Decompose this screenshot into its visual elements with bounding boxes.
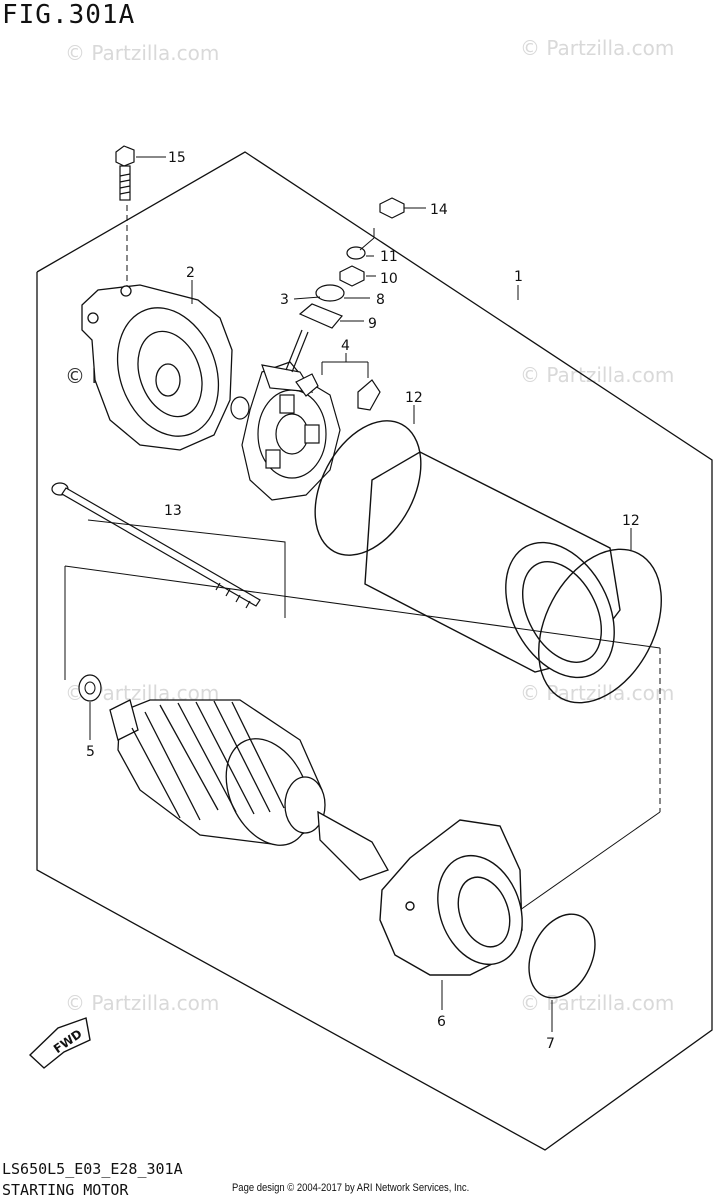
callout-15: 15 xyxy=(168,150,186,166)
bolt-part xyxy=(115,145,135,201)
callout-7: 7 xyxy=(546,1036,555,1052)
terminal-hardware xyxy=(285,197,405,373)
assembly-outline xyxy=(36,151,713,1151)
yoke-part xyxy=(364,451,621,679)
callout-6: 6 xyxy=(437,1014,446,1030)
callout-1: 1 xyxy=(514,269,523,285)
callout-9: 9 xyxy=(368,316,377,332)
brush-part xyxy=(295,373,381,411)
callout-2: 2 xyxy=(186,265,195,281)
watermark: © Partzilla.com xyxy=(520,991,674,1015)
o-ring-part xyxy=(314,420,422,556)
leader-line xyxy=(64,565,661,649)
rear-housing-part xyxy=(81,284,233,451)
callout-12: 12 xyxy=(622,513,640,529)
armature-part xyxy=(109,699,389,881)
brush-holder-part xyxy=(241,361,341,501)
callout-12: 12 xyxy=(405,390,423,406)
watermark: © Partzilla.com xyxy=(520,363,674,387)
page-credit: Page design © 2004-2017 by ARI Network S… xyxy=(232,1182,470,1194)
washer-part xyxy=(230,396,250,420)
front-bracket-part xyxy=(379,819,523,976)
leader-line xyxy=(87,519,286,618)
callout-11: 11 xyxy=(380,249,398,265)
callout-10: 10 xyxy=(380,271,398,287)
callout-8: 8 xyxy=(376,292,385,308)
washer-hole xyxy=(84,681,96,695)
watermark: © Partzilla.com xyxy=(520,36,674,60)
through-bolt-part xyxy=(51,482,261,609)
callout-4: 4 xyxy=(341,338,350,354)
callout-numbers: 15 14 11 10 3 8 9 2 1 4 12 12 13 5 6 7 xyxy=(86,150,640,1052)
figure-name: STARTING MOTOR xyxy=(2,1181,129,1199)
figure-code: LS650L5_E03_E28_301A xyxy=(2,1160,183,1178)
o-ring-part xyxy=(528,913,596,999)
watermark: © Partzilla.com xyxy=(65,41,219,65)
o-ring-part xyxy=(538,548,662,704)
callout-leaders xyxy=(89,156,632,1032)
watermark: © Partzilla.com xyxy=(65,991,219,1015)
watermark: © Partzilla.com xyxy=(520,681,674,705)
callout-14: 14 xyxy=(430,202,448,218)
callout-5: 5 xyxy=(86,744,95,760)
fwd-direction-badge: FWD xyxy=(28,1017,91,1069)
callout-3: 3 xyxy=(280,292,289,308)
callout-13: 13 xyxy=(164,503,182,519)
leader-line xyxy=(519,811,661,911)
figure-title: FIG.301A xyxy=(2,0,136,30)
